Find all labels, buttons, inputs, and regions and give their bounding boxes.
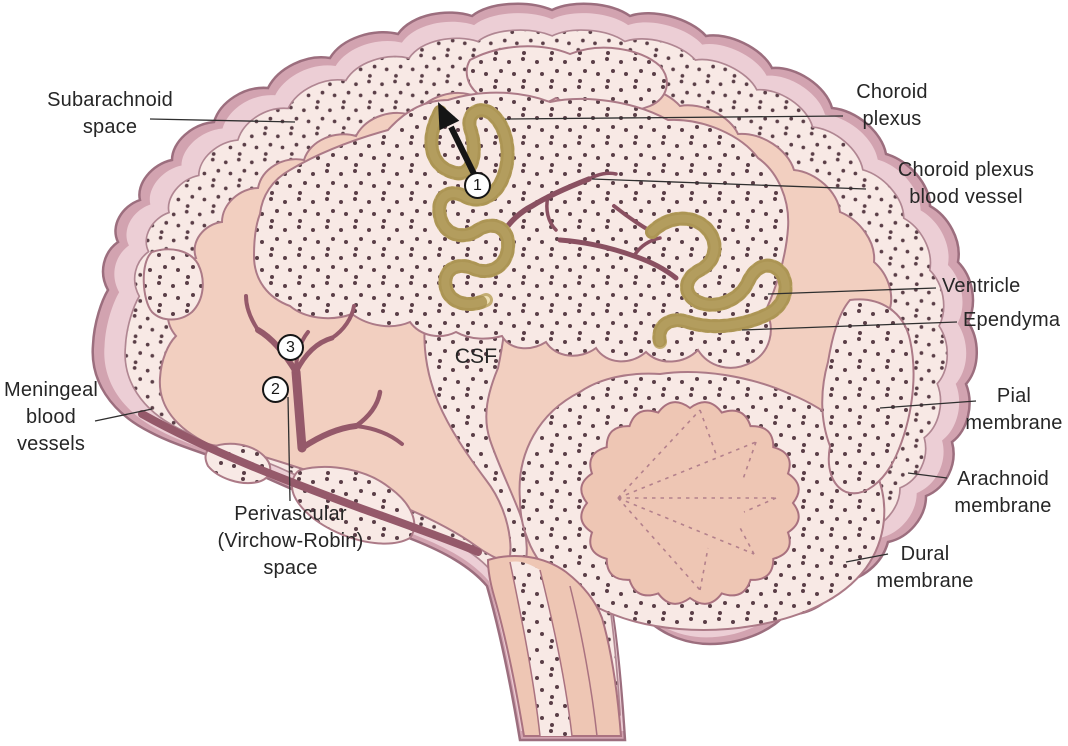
leader-dural-membrane bbox=[845, 553, 889, 563]
cerebellum-group bbox=[580, 401, 800, 605]
leader-meningeal-blood-vessels bbox=[94, 408, 153, 422]
leader-ventricle bbox=[767, 287, 937, 295]
label-meningeal-blood-vessels: Meningeal blood vessels bbox=[3, 379, 99, 455]
leader-pial-membrane bbox=[879, 400, 977, 409]
sulcal-pocket-frontal bbox=[142, 248, 204, 321]
choroid-plexus-lateral bbox=[424, 103, 516, 311]
leader-perivascular-space bbox=[287, 396, 291, 502]
leader-arachnoid-membrane bbox=[907, 472, 948, 479]
choroid-plexus-group bbox=[424, 103, 793, 349]
label-arachnoid-membrane: Arachnoid membrane bbox=[954, 468, 1052, 517]
flow-step-marker-1: 1 bbox=[464, 172, 491, 199]
label-csf: CSF bbox=[454, 345, 498, 368]
meningeal-blood-vessels-shape bbox=[138, 294, 482, 556]
label-ventricle: Ventricle bbox=[942, 275, 1021, 297]
cerebellum-branches bbox=[617, 409, 777, 591]
leader-lines bbox=[94, 115, 977, 563]
cerebellum-body bbox=[580, 401, 800, 605]
brainstem-csf-stripe bbox=[510, 561, 572, 736]
label-ependyma: Ependyma bbox=[963, 309, 1061, 331]
leader-choroid-plexus bbox=[504, 115, 844, 120]
label-dural-membrane: Dural membrane bbox=[876, 543, 974, 592]
label-perivascular-space: Perivascular (Virchow-Robin) space bbox=[217, 503, 364, 579]
occipital-pocket bbox=[821, 298, 915, 495]
label-choroid-plexus-blood-vessel: Choroid plexus blood vessel bbox=[897, 159, 1035, 208]
leader-subarachnoid-space bbox=[149, 118, 296, 123]
label-subarachnoid-space: Subarachnoid space bbox=[47, 89, 173, 138]
lateral-ventricle-region bbox=[252, 91, 790, 369]
label-pial-membrane: Pial membrane bbox=[965, 385, 1063, 434]
leader-ependyma bbox=[741, 321, 958, 331]
flow-step-marker-2: 2 bbox=[262, 376, 289, 403]
brainstem-group bbox=[486, 555, 623, 737]
brainstem-tracts bbox=[509, 561, 598, 737]
flow-step-marker-3: 3 bbox=[277, 334, 304, 361]
leader-choroid-plexus-blood-vessel bbox=[591, 178, 867, 190]
csf-flow-arrow bbox=[438, 102, 479, 180]
label-choroid-plexus: Choroid plexus bbox=[856, 81, 928, 130]
choroid-plexus-posterior bbox=[645, 211, 793, 349]
